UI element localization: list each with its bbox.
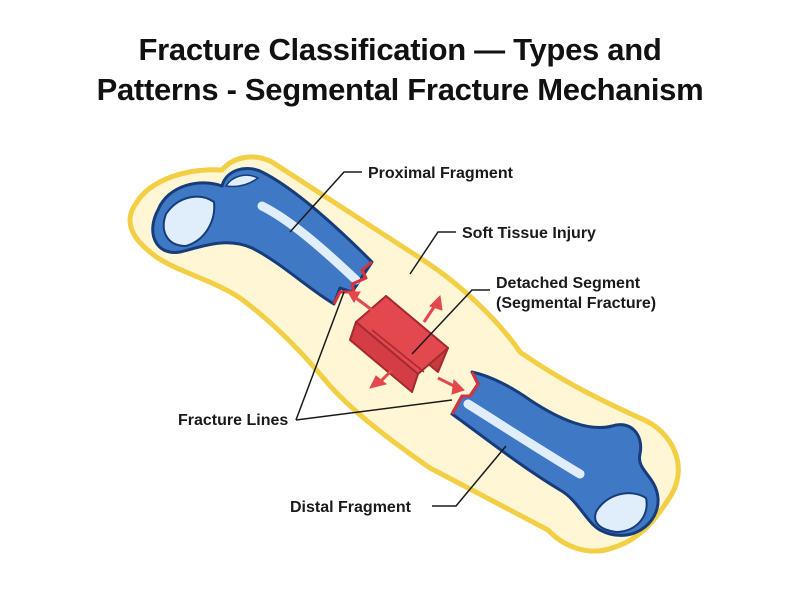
detached-segment-front bbox=[349, 321, 419, 393]
proximal-fragment bbox=[151, 167, 374, 306]
arrow-up-right-icon bbox=[422, 294, 443, 323]
proximal-head-cartilage bbox=[162, 195, 216, 248]
title-line-1: Fracture Classification — Types and bbox=[138, 32, 662, 67]
leader-detached-segment bbox=[411, 289, 490, 355]
leader-proximal-fragment bbox=[289, 171, 362, 233]
label-soft-tissue-injury: Soft Tissue Injury bbox=[462, 225, 596, 242]
arrow-down-right-icon bbox=[437, 376, 465, 395]
distal-fragment bbox=[450, 370, 660, 537]
leader-distal-fragment bbox=[432, 445, 507, 507]
leader-soft-tissue-injury bbox=[409, 231, 456, 275]
label-proximal-fragment: Proximal Fragment bbox=[368, 165, 514, 182]
title-line-2: Patterns - Segmental Fracture Mechanism bbox=[96, 72, 704, 107]
diagram-title: Fracture Classification — Types and Patt… bbox=[0, 30, 800, 110]
proximal-fracture-edge bbox=[332, 260, 373, 305]
label-detached-segment-line1: Detached Segment bbox=[496, 275, 641, 292]
distal-head-cartilage bbox=[594, 492, 648, 534]
arrow-down-left-icon bbox=[369, 368, 394, 389]
proximal-condyle-cartilage bbox=[224, 174, 260, 188]
leader-fracture-line-2 bbox=[295, 399, 453, 421]
leader-lines bbox=[289, 171, 507, 507]
arrow-up-left-icon bbox=[347, 291, 373, 312]
detached-segment bbox=[349, 295, 449, 393]
distal-marrow-canal bbox=[463, 399, 585, 479]
distal-fracture-edge bbox=[450, 371, 480, 415]
proximal-marrow-canal bbox=[257, 201, 361, 285]
label-distal-fragment: Distal Fragment bbox=[290, 499, 412, 516]
detached-segment-ridge bbox=[371, 329, 425, 373]
label-detached-segment-line2: (Segmental Fracture) bbox=[496, 295, 656, 312]
label-fracture-lines: Fracture Lines bbox=[178, 412, 288, 429]
leader-fracture-line-1 bbox=[295, 291, 345, 421]
displacement-arrows bbox=[347, 291, 465, 395]
